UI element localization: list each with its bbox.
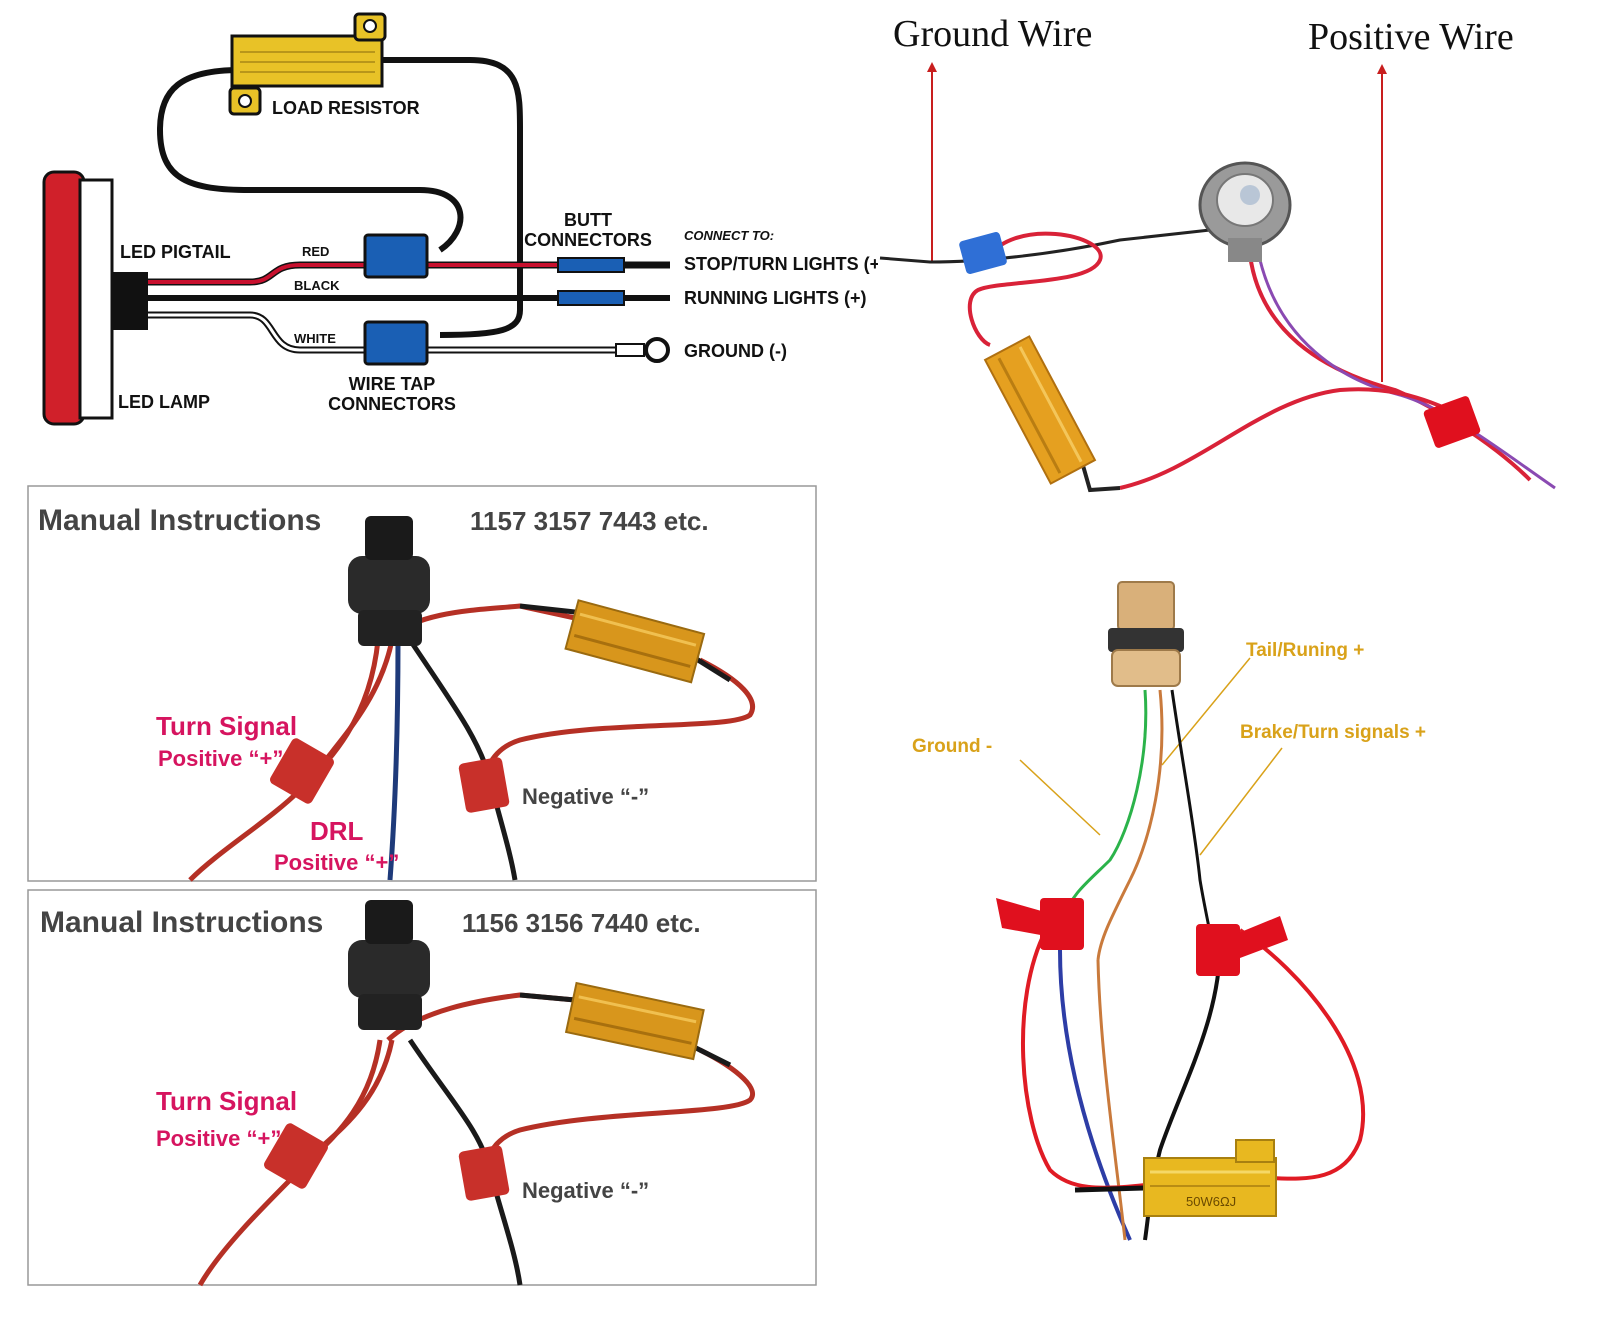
photo-ground-positive: Ground Wire Positive Wire <box>878 0 1600 548</box>
red-tap-connector <box>1423 396 1481 448</box>
panel-1157-negative: Negative “-” <box>522 784 649 809</box>
connect-to-label: CONNECT TO: <box>684 228 774 243</box>
brake-callout-line <box>1199 747 1283 856</box>
photo-tap-left <box>996 898 1084 950</box>
resistor-wire-right <box>380 57 523 338</box>
panel-1156-turn-signal: Turn Signal <box>156 1086 297 1116</box>
tap-1157-negative <box>458 757 510 813</box>
wire-tap-label-1: WIRE TAP <box>349 374 436 394</box>
stop-turn-label: STOP/TURN LIGHTS (+) <box>684 254 886 274</box>
black-wire-label: BLACK <box>294 278 340 293</box>
led-lamp-label: LED LAMP <box>118 392 210 412</box>
photo-tail-brake: 50W6ΩJ Tail/Runing + Ground - Brake/Turn… <box>912 581 1426 1241</box>
blue-tap-connector <box>959 232 1007 274</box>
tail-running-label: Tail/Runing + <box>1246 640 1364 661</box>
wire-tap-connector-bottom <box>363 320 429 366</box>
photo-tap-right <box>1196 916 1288 976</box>
tap-1157-turn <box>270 738 334 804</box>
resistor-wire-left <box>156 67 464 253</box>
bulb-socket <box>1198 161 1292 262</box>
brake-turn-label: Brake/Turn signals + <box>1240 722 1426 743</box>
socket-1157 <box>348 516 430 646</box>
ground-wire-label: Ground Wire <box>893 13 1092 55</box>
red-wire-label: RED <box>302 244 329 259</box>
panel-1156-title: Manual Instructions <box>40 906 323 939</box>
panel-1157-bulbs: 1157 3157 7443 etc. <box>470 506 709 536</box>
ring-terminal-crimp <box>615 343 645 357</box>
tap-1156-negative <box>458 1145 510 1201</box>
wire-tap-label-2: CONNECTORS <box>328 394 456 414</box>
panel-1156-negative: Negative “-” <box>522 1178 649 1203</box>
load-resistor <box>228 12 387 116</box>
white-wire <box>148 313 620 352</box>
panel-1157: Manual Instructions 1157 3157 7443 etc. … <box>27 485 817 882</box>
photo-resistor-1 <box>983 335 1097 485</box>
photo-resistor-marking: 50W6ΩJ <box>1186 1194 1236 1209</box>
tail-callout-line <box>1161 657 1251 766</box>
ring-terminal <box>644 337 670 363</box>
photo-socket-2 <box>1108 581 1184 687</box>
butt-connectors-label-2: CONNECTORS <box>524 230 652 250</box>
led-pigtail-label: LED PIGTAIL <box>120 242 231 262</box>
panel-1156: Manual Instructions 1156 3156 7440 etc. … <box>27 889 817 1287</box>
butt-connector-bottom <box>557 290 625 306</box>
panel-1157-turn-signal: Turn Signal <box>156 711 297 741</box>
ground-minus-label: Ground - <box>912 736 992 757</box>
panel-1157-title: Manual Instructions <box>38 504 321 537</box>
panel-1156-bulbs: 1156 3156 7440 etc. <box>462 908 701 938</box>
panel-1156-turn-positive: Positive “+” <box>156 1126 281 1151</box>
tap-1156-turn <box>264 1123 328 1189</box>
running-lights-label: RUNNING LIGHTS (+) <box>684 288 867 308</box>
ground-label: GROUND (-) <box>684 341 787 361</box>
panel-1157-drl-positive: Positive “+” <box>274 850 399 875</box>
resistor-1156 <box>564 981 705 1061</box>
led-lamp <box>42 170 148 426</box>
led-schematic: LOAD RESISTOR LED PIGTAIL LED LAMP RED B… <box>42 12 886 426</box>
red-wire <box>148 263 560 284</box>
positive-wire-label: Positive Wire <box>1308 16 1514 58</box>
wire-tap-connector-top <box>363 233 429 279</box>
panel-1157-turn-positive: Positive “+” <box>158 746 283 771</box>
panel-1157-drl: DRL <box>310 816 364 846</box>
ground-callout-line <box>1019 759 1101 836</box>
photo-resistor-2 <box>1143 1139 1277 1217</box>
socket-1156 <box>348 900 430 1030</box>
resistor-1157 <box>564 599 706 684</box>
butt-connectors-label-1: BUTT <box>564 210 612 230</box>
white-wire-label: WHITE <box>294 331 336 346</box>
load-resistor-label: LOAD RESISTOR <box>272 98 420 118</box>
butt-connector-top <box>557 257 625 273</box>
